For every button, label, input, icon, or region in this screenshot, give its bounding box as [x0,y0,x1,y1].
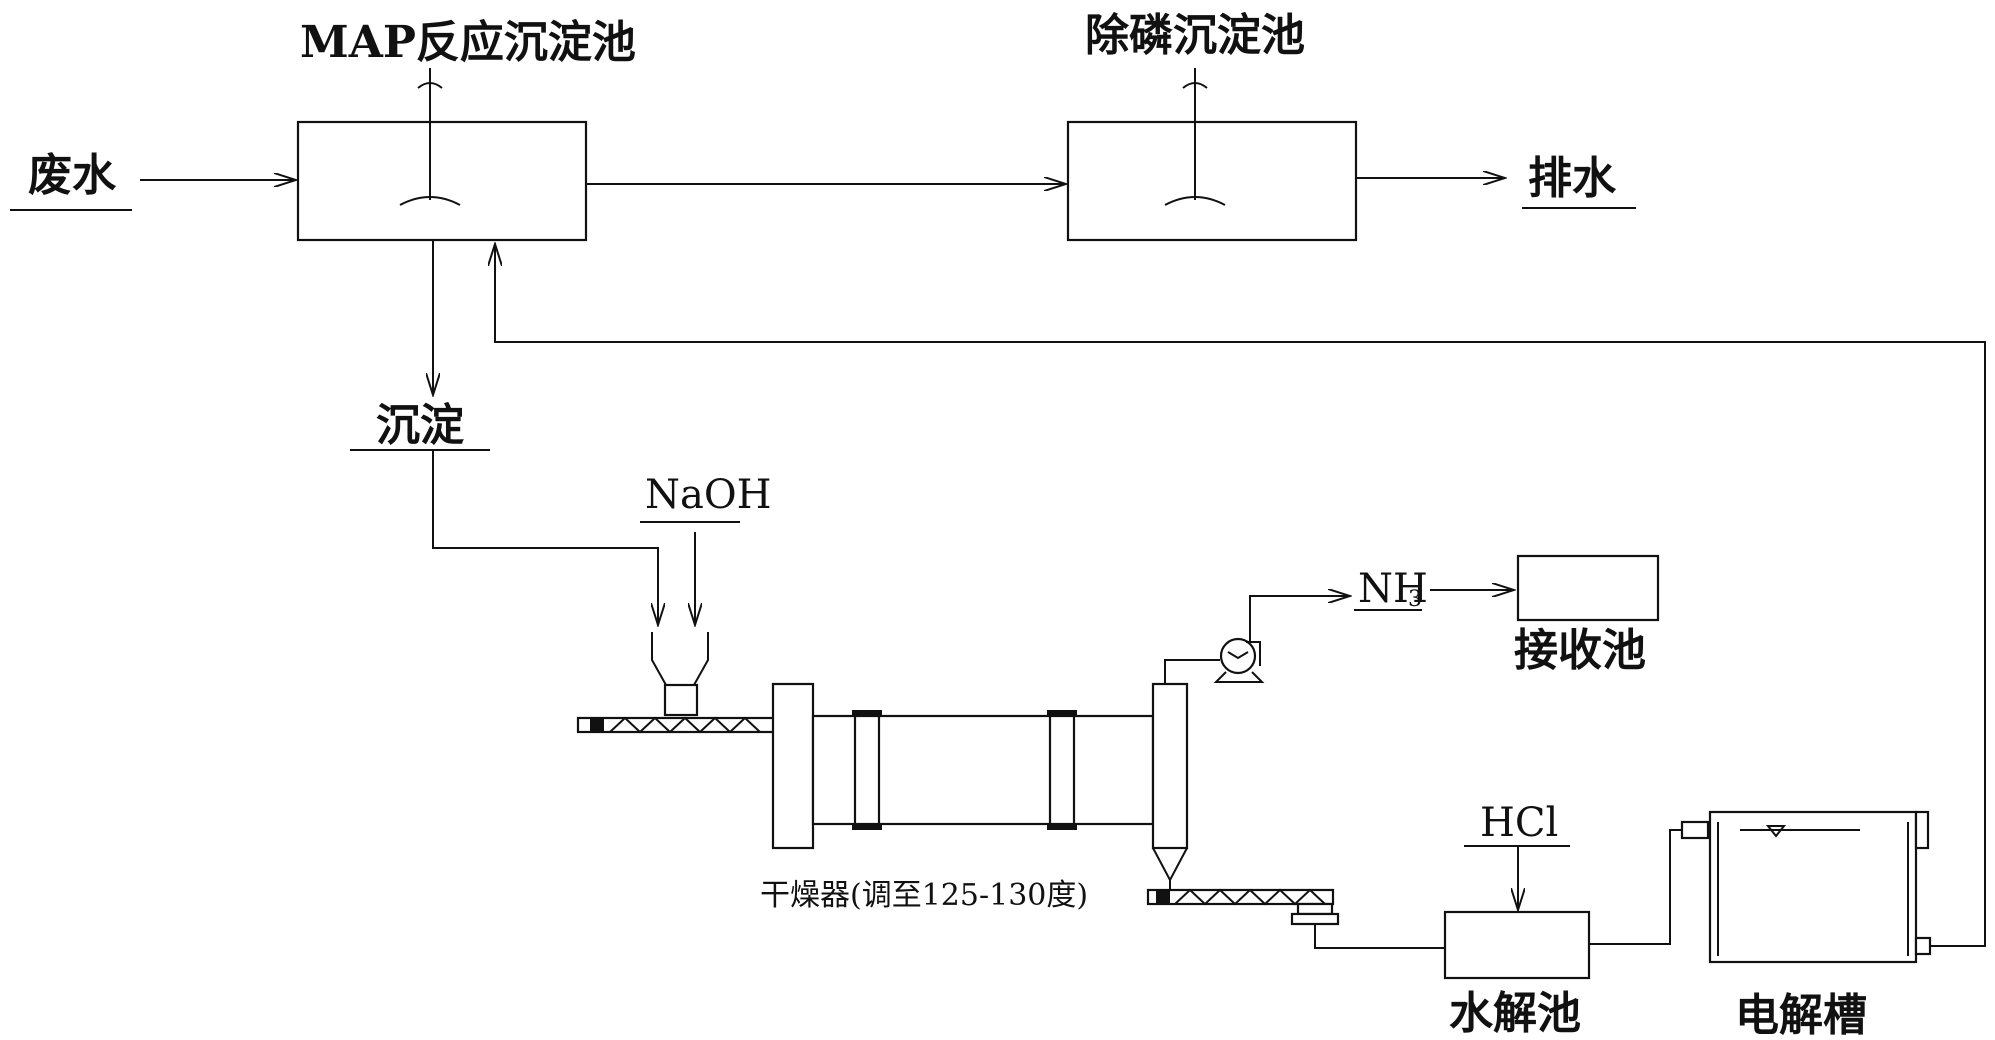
agitator-blade-2 [1164,196,1226,206]
agitator-blade [399,196,461,206]
electrolysis-cell [1680,810,1932,964]
electrolysis-cell-label: 电解槽 [1735,990,1867,1040]
conveyor-to-hydrolysis-line [1314,924,1445,949]
dryer-label: 干燥器(调至125-130度) [760,878,1088,913]
outlet-screw-conveyor [1146,888,1340,926]
hydrolysis-tank [1443,910,1591,980]
receiving-tank-label: 接收池 [1514,625,1646,676]
wastewater-label: 废水 [28,150,117,201]
map-tank-label: MAP反应沉淀池 [300,17,636,68]
receiving-tank [1516,554,1660,622]
phosphorus-removal-tank [1066,68,1358,242]
hopper-neck [663,683,699,717]
discharge-label: 排水 [1528,153,1617,204]
exhaust-fan [1213,637,1265,683]
precipitate-label: 沉淀 [376,400,464,451]
exhaust-duct [1164,659,1220,684]
agitator-motor-symbol [417,82,443,89]
nh3-subscript: 3 [1408,587,1422,612]
map-reaction-tank [296,68,588,242]
precipitate-to-hopper-arrow [432,450,658,625]
hcl-label: HCl [1480,800,1558,846]
agitator-motor-symbol-2 [1182,82,1208,89]
recycle-return-line [495,244,1986,947]
hydrolysis-to-electrolysis-line [1589,829,1682,945]
p-removal-tank-label: 除磷沉淀池 [1085,10,1305,61]
rotary-dryer [771,682,1189,893]
fan-to-nh3-arrow [1249,596,1350,642]
feed-hopper [651,632,709,686]
hydrolysis-tank-label: 水解池 [1449,988,1581,1039]
nh3-label: NH [1358,566,1428,612]
naoh-label: NaOH [645,472,772,518]
inlet-screw-conveyor [576,716,776,734]
